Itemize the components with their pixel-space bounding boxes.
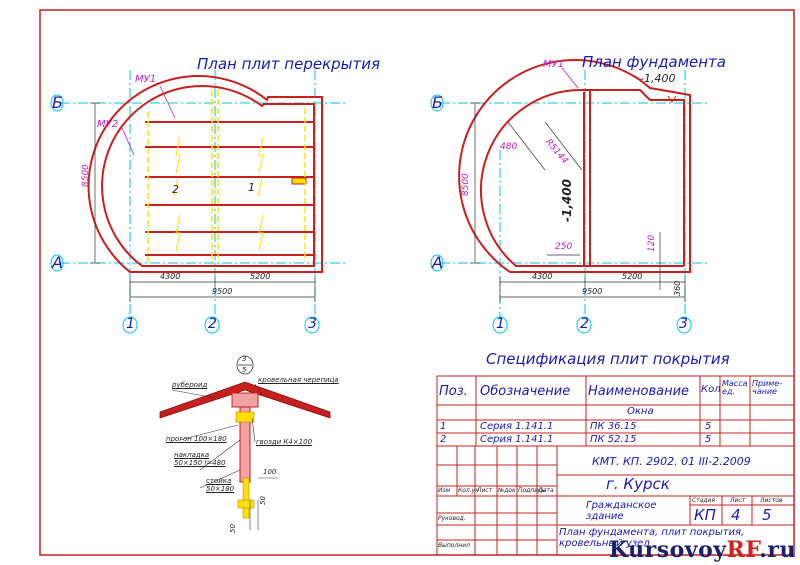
foundation-dim-8500: 8500 xyxy=(461,173,471,196)
spec-row1-pos: 1 xyxy=(440,421,447,432)
node-ridge-cover: кровельная черепица xyxy=(258,376,339,384)
foundation-level-top: -1,400 xyxy=(640,72,676,85)
stamp-stage-label: Стадия xyxy=(692,497,716,504)
watermark-logo: KursovoyRF.ru xyxy=(609,537,796,563)
slab-axis-a: А xyxy=(52,253,63,272)
sheet-frame xyxy=(39,9,795,556)
stamp-sheets: 5 xyxy=(762,506,772,524)
stamp-stage: КП xyxy=(694,506,716,524)
roof-node-detail xyxy=(159,355,331,530)
slab-axis-b: Б xyxy=(52,93,63,112)
foundation-dim-250: 250 xyxy=(555,242,573,252)
spec-col-pos: Поз. xyxy=(439,384,468,399)
slab-dim-5200: 5200 xyxy=(250,272,271,281)
spec-row2-name: ПК 52.15 xyxy=(590,434,637,445)
spec-row2-doc: Серия 1.141.1 xyxy=(480,434,554,445)
node-post: стойка 50×180 xyxy=(206,477,235,494)
stamp-col-koluch: Кол.уч xyxy=(458,487,479,494)
slab-dim-8500: 8500 xyxy=(81,164,91,187)
foundation-dim-9500: 9500 xyxy=(582,287,603,296)
slab-number-2: 2 xyxy=(172,183,179,196)
foundation-level-mid: -1,400 xyxy=(560,179,574,222)
slab-axis-3: 3 xyxy=(308,316,317,332)
stamp-col-date: Дата xyxy=(538,487,554,494)
node-purlin: прогон 100×180 xyxy=(166,435,227,443)
node-dim-100: 100 xyxy=(263,468,277,476)
foundation-axis-b: Б xyxy=(432,93,443,112)
spec-subhead: Окна xyxy=(627,406,654,417)
slab-plan-inner-wall xyxy=(101,85,315,267)
watermark-part-b: RF xyxy=(726,537,760,563)
stamp-code: КМТ. КП. 2902. 01 III-2.2009 xyxy=(592,455,751,468)
foundation-mark-mu1: МУ1 xyxy=(543,59,565,70)
node-dim-50b: 50 xyxy=(259,496,267,505)
stamp-col-list: Лист xyxy=(477,487,493,494)
watermark-part-c: .ru xyxy=(759,537,796,563)
foundation-dim-480: 480 xyxy=(500,142,518,152)
foundation-dim-120: 120 xyxy=(647,234,657,252)
stamp-col-sign: Подпись xyxy=(518,487,545,494)
spec-row2-pos: 2 xyxy=(440,434,447,445)
stamp-role-head: Руковод. xyxy=(438,515,466,522)
spec-col-doc: Обозначение xyxy=(480,384,571,399)
foundation-dim-5200: 5200 xyxy=(622,272,643,281)
slab-axis-1: 1 xyxy=(126,316,135,332)
spec-col-name: Наименование xyxy=(588,385,690,398)
watermark-part-a: Kursovoy xyxy=(609,537,727,563)
slab-mark-mu1: МУ1 xyxy=(135,74,157,85)
spec-row1-qty: 5 xyxy=(705,421,712,432)
stamp-building: Гражданское здание xyxy=(586,500,657,522)
node-ref-bottom: 5 xyxy=(242,366,247,374)
stamp-sheet: 4 xyxy=(731,506,741,524)
stamp-col-izm: Изм xyxy=(438,487,451,494)
node-roofing: рубероид xyxy=(172,381,208,389)
foundation-axis-2: 2 xyxy=(580,316,589,332)
spec-col-mass: Масса ед. xyxy=(722,379,748,396)
foundation-axis-1: 1 xyxy=(496,316,505,332)
node-lining: накладка 50×150 l=480 xyxy=(174,451,226,468)
slab-dim-9500: 9500 xyxy=(212,287,233,296)
node-nails: гвозди К4×100 xyxy=(256,438,313,446)
stamp-sheets-label: Листов xyxy=(760,497,783,504)
foundation-plan-title: План фундамента xyxy=(582,53,726,71)
slab-axis-2: 2 xyxy=(208,316,217,332)
spec-title: Спецификация плит покрытия xyxy=(486,350,730,368)
stamp-col-ndoc: №док xyxy=(498,487,516,494)
slab-mark-mu2: МУ2 xyxy=(97,119,119,130)
node-ref-top: 3 xyxy=(242,355,247,363)
spec-table xyxy=(436,375,795,447)
foundation-axis-a: А xyxy=(432,253,443,272)
slab-plan xyxy=(50,70,345,334)
foundation-dim-360: 360 xyxy=(673,280,682,296)
slab-plan-outer-wall xyxy=(87,75,323,273)
spec-row1-doc: Серия 1.141.1 xyxy=(480,421,554,432)
foundation-axis-3: 3 xyxy=(679,316,688,332)
stamp-sheet-label: Лист xyxy=(730,497,746,504)
foundation-dim-4300: 4300 xyxy=(532,272,553,281)
title-block xyxy=(436,445,795,556)
spec-col-qty: Кол. xyxy=(701,385,720,395)
foundation-inner-wall xyxy=(480,88,684,267)
stamp-role-done: Выполнил xyxy=(438,542,470,549)
spec-col-note: Приме-чание xyxy=(752,379,783,396)
node-dim-50a: 50 xyxy=(229,524,237,533)
foundation-plan xyxy=(430,59,710,334)
stamp-sheet-title: План фундамента, плит покрытия, кровельн… xyxy=(559,527,745,549)
slab-plan-title: План плит перекрытия xyxy=(197,55,381,73)
slab-number-1: 1 xyxy=(248,181,255,194)
slab-dim-4300: 4300 xyxy=(160,272,181,281)
spec-row2-qty: 5 xyxy=(705,434,712,445)
spec-row1-name: ПК 36.15 xyxy=(590,421,637,432)
stamp-city: г. Курск xyxy=(606,475,670,493)
